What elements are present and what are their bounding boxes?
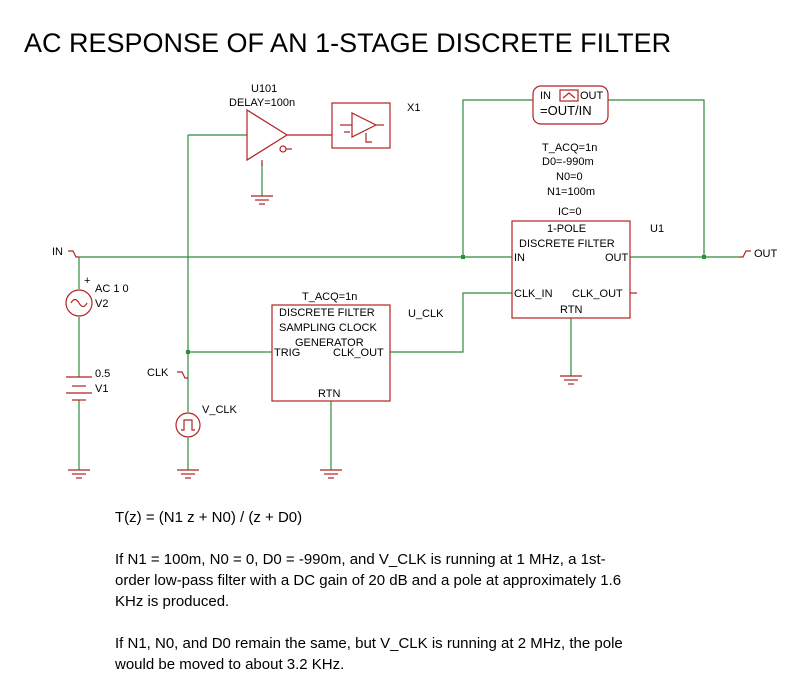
ground-icon bbox=[320, 469, 342, 479]
v1-ref-label: V1 bbox=[95, 383, 108, 395]
note-paragraph-2: If N1, N0, and D0 remain the same, but V… bbox=[115, 635, 623, 673]
clock-generator[interactable]: T_ACQ=1n DISCRETE FILTER SAMPLING CLOCK … bbox=[271, 291, 444, 402]
junction-nodes bbox=[186, 255, 706, 354]
delay-block-u101[interactable]: U101 DELAY=100n bbox=[229, 83, 332, 166]
v2-ref-label: V2 bbox=[95, 298, 108, 310]
junction-node bbox=[186, 350, 190, 354]
meter-out-pin-label: OUT bbox=[580, 90, 604, 102]
page-title: AC RESPONSE OF AN 1-STAGE DISCRETE FILTE… bbox=[24, 28, 671, 58]
filter-clk-out-pin-label: CLK_OUT bbox=[572, 288, 623, 300]
meter-out-over-in[interactable]: IN OUT =OUT/IN bbox=[532, 85, 609, 125]
filter-param-tacq: T_ACQ=1n bbox=[542, 142, 597, 154]
ground-icon bbox=[560, 375, 582, 385]
filter-in-pin-label: IN bbox=[514, 252, 525, 264]
filter-param-n0: N0=0 bbox=[556, 171, 583, 183]
x1-ref-label: X1 bbox=[407, 102, 420, 114]
ground-icon bbox=[251, 195, 273, 205]
clockgen-rtn-pin-label: RTN bbox=[318, 388, 340, 400]
filter-ref-label: U1 bbox=[650, 223, 664, 235]
filter-u1[interactable]: T_ACQ=1n D0=-990m N0=0 N1=100m IC=0 1-PO… bbox=[511, 142, 664, 319]
source-v1[interactable]: 0.5 V1 bbox=[66, 368, 110, 401]
u101-delay-label: DELAY=100n bbox=[229, 97, 295, 109]
note-paragraph-1: If N1 = 100m, N0 = 0, D0 = -990m, and V_… bbox=[115, 551, 622, 610]
clockgen-clk-out-pin-label: CLK_OUT bbox=[333, 347, 384, 359]
buffer-x1[interactable]: X1 bbox=[331, 102, 420, 149]
port-clk[interactable]: CLK bbox=[147, 367, 188, 379]
ground-icon bbox=[177, 469, 199, 479]
v-clk-ref-label: V_CLK bbox=[202, 404, 238, 416]
port-out-label: OUT bbox=[754, 248, 778, 260]
junction-node bbox=[461, 255, 465, 259]
transfer-function-formula: T(z) = (N1 z + N0) / (z + D0) bbox=[115, 509, 303, 526]
v2-plus-sign: + bbox=[84, 275, 90, 287]
u-clk-net-label: U_CLK bbox=[408, 308, 444, 320]
port-in[interactable]: IN bbox=[52, 246, 79, 258]
port-out[interactable]: OUT bbox=[739, 248, 778, 260]
v2-value-label: AC 1 0 bbox=[95, 283, 129, 295]
port-in-label: IN bbox=[52, 246, 63, 258]
port-clk-label: CLK bbox=[147, 367, 169, 379]
filter-title-line2: DISCRETE FILTER bbox=[519, 238, 615, 250]
filter-title-line1: 1-POLE bbox=[547, 223, 586, 235]
meter-expression: =OUT/IN bbox=[540, 103, 592, 118]
filter-param-ic: IC=0 bbox=[558, 206, 582, 218]
clockgen-param-tacq: T_ACQ=1n bbox=[302, 291, 357, 303]
wires bbox=[78, 99, 739, 470]
filter-clk-in-pin-label: CLK_IN bbox=[514, 288, 553, 300]
filter-param-n1: N1=100m bbox=[547, 186, 595, 198]
clockgen-title-line1: DISCRETE FILTER bbox=[279, 307, 375, 319]
filter-out-pin-label: OUT bbox=[605, 252, 629, 264]
ground-icon bbox=[68, 469, 90, 479]
clockgen-title-line3: GENERATOR bbox=[295, 337, 364, 349]
v1-value-label: 0.5 bbox=[95, 368, 110, 380]
clockgen-title-line2: SAMPLING CLOCK bbox=[279, 322, 377, 334]
clockgen-trig-pin-label: TRIG bbox=[274, 347, 300, 359]
filter-rtn-pin-label: RTN bbox=[560, 304, 582, 316]
meter-in-pin-label: IN bbox=[540, 90, 551, 102]
source-v-clk[interactable]: V_CLK bbox=[175, 404, 238, 438]
ground-symbols bbox=[68, 195, 582, 479]
junction-node bbox=[702, 255, 706, 259]
u101-ref-label: U101 bbox=[251, 83, 277, 95]
explanation-notes: T(z) = (N1 z + N0) / (z + D0) If N1 = 10… bbox=[115, 507, 635, 696]
filter-param-d0: D0=-990m bbox=[542, 156, 594, 168]
source-v2[interactable]: + AC 1 0 V2 bbox=[65, 275, 129, 317]
